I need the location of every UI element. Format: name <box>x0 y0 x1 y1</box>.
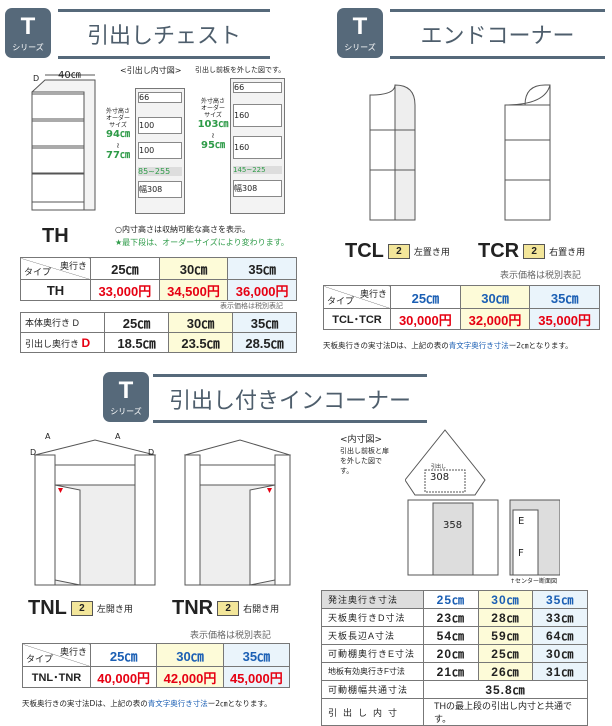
height-range-right: 外寸高さ オーダー サイズ 103㎝ ≀ 95㎝ <box>197 98 229 151</box>
divider <box>390 9 605 12</box>
depth-note: 天板奥行きの実寸法Dは、上記の表の青文字奥行き寸法ー2㎝となります。 <box>323 341 573 350</box>
inner-caption-note: 引出し前板を外した図です。 <box>195 66 286 74</box>
in-corner-illustration <box>33 439 292 586</box>
note: ★最下段は、オーダーサイズにより変わります。 <box>115 238 289 247</box>
quantity-badge: 2 <box>217 601 240 616</box>
quantity-badge: 2 <box>70 601 93 616</box>
quantity-badge: 2 <box>387 244 410 259</box>
divider <box>58 9 270 12</box>
section-title: 引出しチェスト <box>86 24 241 49</box>
chest-illustration <box>31 74 96 211</box>
divider <box>153 420 427 423</box>
tax-note: 表示価格は税別表記 <box>190 631 272 641</box>
inner-caption: <引出し内寸図> <box>120 66 182 75</box>
divider <box>58 56 270 59</box>
tax-note: 表示価格は税別表記 <box>500 271 582 281</box>
depth-label: D <box>33 74 40 83</box>
inner-caption: <内寸図> <box>340 435 383 445</box>
tax-note: 表示価格は税別表記 <box>220 302 283 310</box>
divider <box>390 56 605 59</box>
width-label: 40㎝ <box>58 70 81 81</box>
end-corner-illustration <box>369 84 551 221</box>
divider <box>153 374 427 377</box>
note: ○内寸高さは収納可能な高さを表示。 <box>115 225 250 234</box>
inner-dimension-diagram <box>405 429 560 576</box>
quantity-badge: 2 <box>523 244 546 259</box>
section-title: 引出し付きインコーナー <box>168 389 411 414</box>
section-title: エンドコーナー <box>420 24 575 49</box>
model-name: TH <box>42 225 69 247</box>
depth-note: 天板奥行きの実寸法Dは、上記の表の青文字奥行き寸法ー2㎝となります。 <box>22 699 272 708</box>
height-range-left: 外寸高さ オーダー サイズ 94㎝ ≀ 77㎝ <box>105 108 130 161</box>
